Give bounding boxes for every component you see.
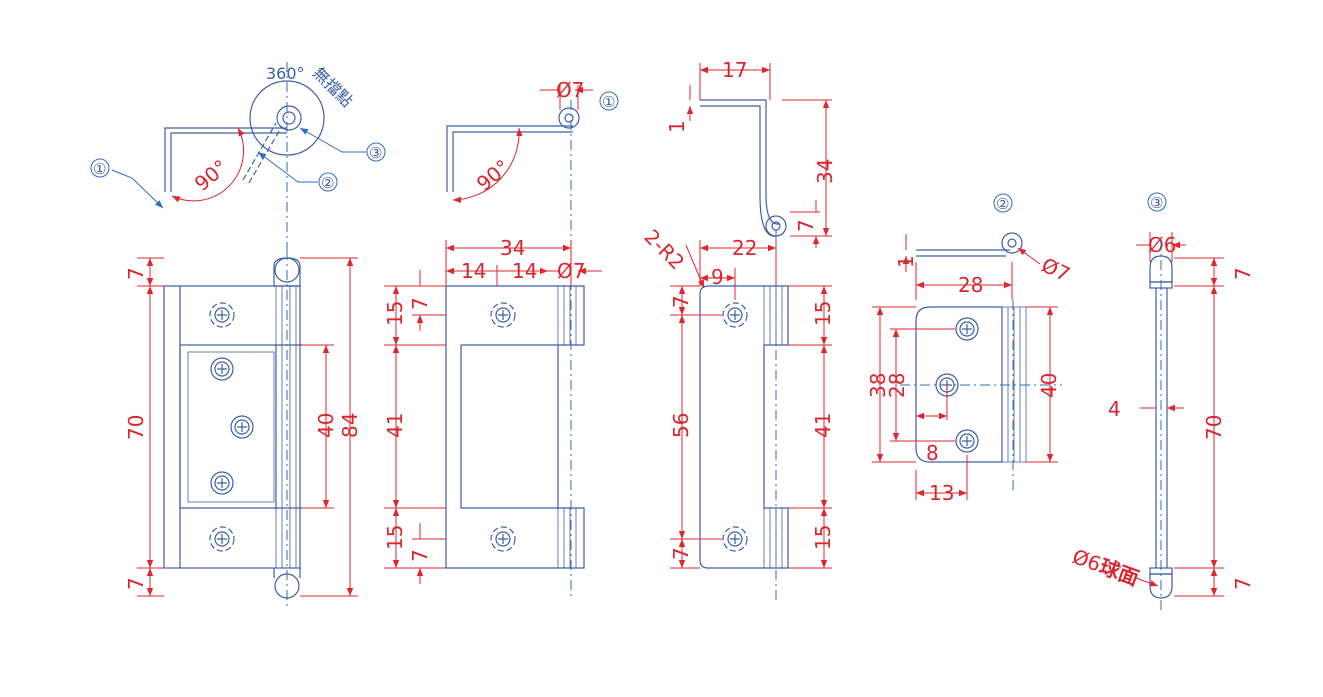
leaf1-small-bottom: 7 [408, 549, 432, 562]
leaf1-width: 34 [500, 236, 525, 260]
side-hole-pos: 9 [711, 265, 724, 289]
balloon-3-top-label: ③ [369, 144, 382, 162]
leaf2-depth: 13 [929, 481, 954, 505]
pin-length: 70 [1202, 415, 1226, 440]
side-top: 7 [669, 295, 693, 308]
leaf1-middle: 41 [383, 413, 407, 438]
leaf2-thickness: 1 [894, 255, 918, 268]
side-offset: 7 [794, 219, 818, 232]
angle-360-label: 360° [266, 64, 305, 83]
leaf1-balloon: ① [602, 93, 615, 111]
swing-circle [249, 80, 325, 156]
side-knuckle-top: 15 [811, 301, 835, 326]
view-pin: ③ Ø6 7 70 7 4 Ø6 球面 [1069, 192, 1255, 610]
leaf1-small-top: 7 [408, 297, 432, 310]
view-assembly-front: 7 70 7 40 84 [124, 250, 362, 608]
balloon-1-top [90, 158, 110, 178]
leaf1-knuckle-dia: Ø7 [557, 259, 585, 283]
balloon-1-top-label: ① [93, 160, 106, 178]
leaf2-hole-span: 28 [885, 373, 909, 398]
leaf2-width: 28 [958, 273, 983, 297]
leaf2-outer: 38 [866, 373, 890, 398]
leaf1-knuckle-bottom: 15 [383, 525, 407, 550]
side-width: 22 [732, 236, 757, 260]
view-leaf2: ② 1 Ø7 28 38 28 40 8 13 [866, 193, 1074, 505]
side-height: 34 [813, 159, 837, 184]
swing-angle-label: 90° [190, 155, 233, 196]
view-leaf1-plan: 90° Ø7 ① [446, 78, 619, 203]
side-thickness: 1 [665, 120, 689, 133]
side-radius: 2-R2 [639, 225, 689, 275]
pin-balloon: ③ [1150, 194, 1163, 212]
pin-top-right: 7 [1231, 267, 1255, 280]
pin-bottom-right: 7 [1231, 577, 1255, 590]
leaf-profile [164, 127, 287, 192]
side-bottom: 7 [669, 547, 693, 560]
pin-end-note-cn: 球面 [1096, 554, 1142, 590]
leaf2-pin-dia: Ø7 [1038, 253, 1074, 287]
view-top: 360° 無擋點 90° ① ③ ② [90, 62, 386, 250]
view-leaf1-front: 34 14 14 Ø7 15 41 15 7 7 [383, 100, 602, 600]
leaf1-swing-angle: 90° [472, 155, 515, 196]
view-side-profile: 17 1 34 7 [665, 58, 837, 248]
view-side-front: 22 9 2-R2 7 56 7 15 41 15 [639, 225, 835, 600]
asm-inner: 40 [314, 413, 338, 438]
angle-arc [171, 127, 245, 203]
asm-middle: 70 [124, 415, 148, 440]
no-stop-note: 無擋點 [309, 63, 356, 110]
side-knuckle-bottom: 15 [811, 525, 835, 550]
asm-bottom: 7 [124, 577, 148, 590]
leaf1-pin-dia: Ø7 [556, 78, 584, 102]
side-flange: 17 [722, 58, 747, 82]
asm-top: 7 [124, 267, 148, 280]
side-middle: 56 [669, 413, 693, 438]
leaf1-seg1: 14 [461, 259, 486, 283]
leaf2-knuckle: 40 [1037, 373, 1061, 398]
pin-shaft: 4 [1108, 397, 1121, 421]
leaf2-hole-x: 8 [926, 441, 939, 465]
leaf2-balloon: ② [996, 195, 1009, 213]
pin-dia: Ø6 [1148, 233, 1176, 257]
leaf1-knuckle-top: 15 [383, 301, 407, 326]
asm-overall: 84 [338, 413, 362, 438]
balloon-2-top-label: ② [321, 174, 334, 192]
side-gap: 41 [811, 413, 835, 438]
